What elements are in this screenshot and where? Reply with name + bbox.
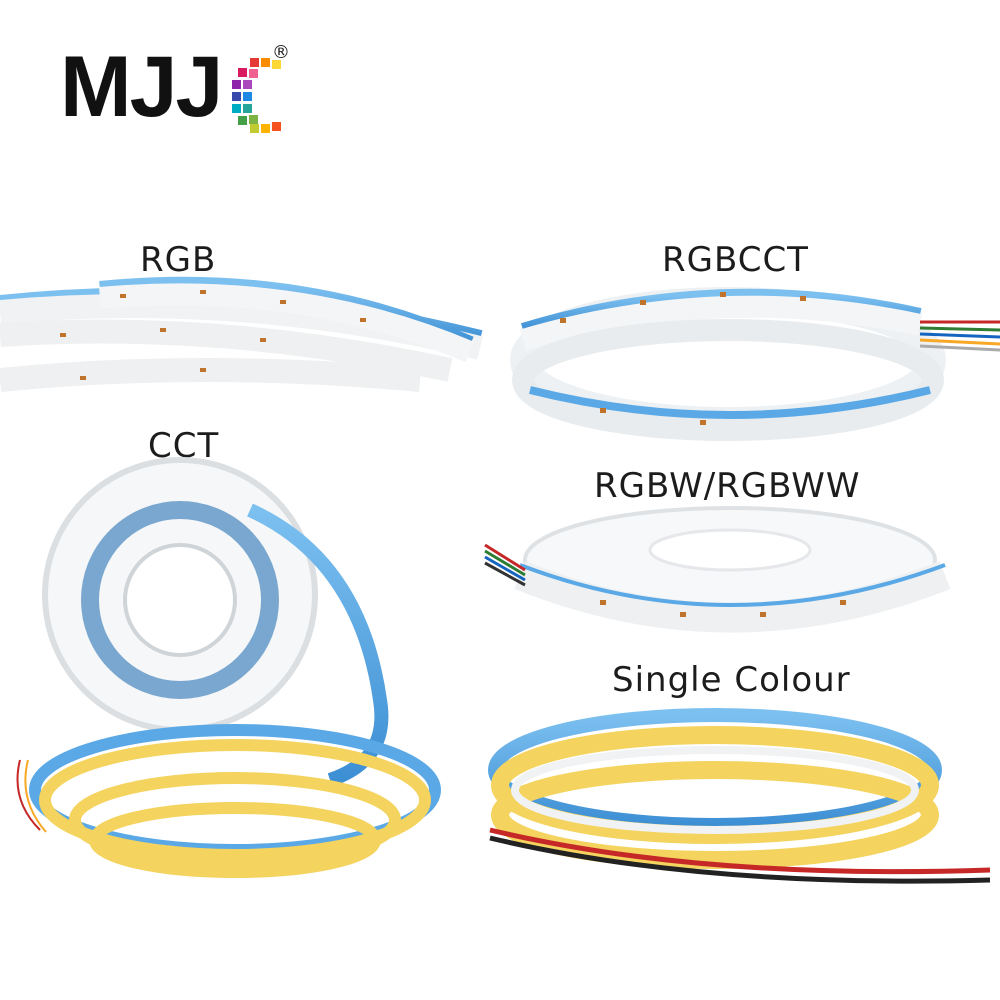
label-rgbcct: RGBCCT: [662, 240, 809, 280]
brand-logo-text: MJJ: [60, 39, 223, 135]
rgbcct-strip-image: [510, 287, 1000, 441]
single-colour-strip-image: [488, 708, 991, 884]
label-single-colour: Single Colour: [612, 660, 851, 700]
rgbw-strip-image: [484, 506, 951, 633]
label-rgb: RGB: [140, 240, 217, 280]
label-rgbw: RGBW/RGBWW: [594, 466, 861, 506]
registered-mark: ®: [272, 42, 290, 63]
cct-strip-image: [16, 457, 441, 878]
rgb-strip-image: [0, 276, 483, 392]
